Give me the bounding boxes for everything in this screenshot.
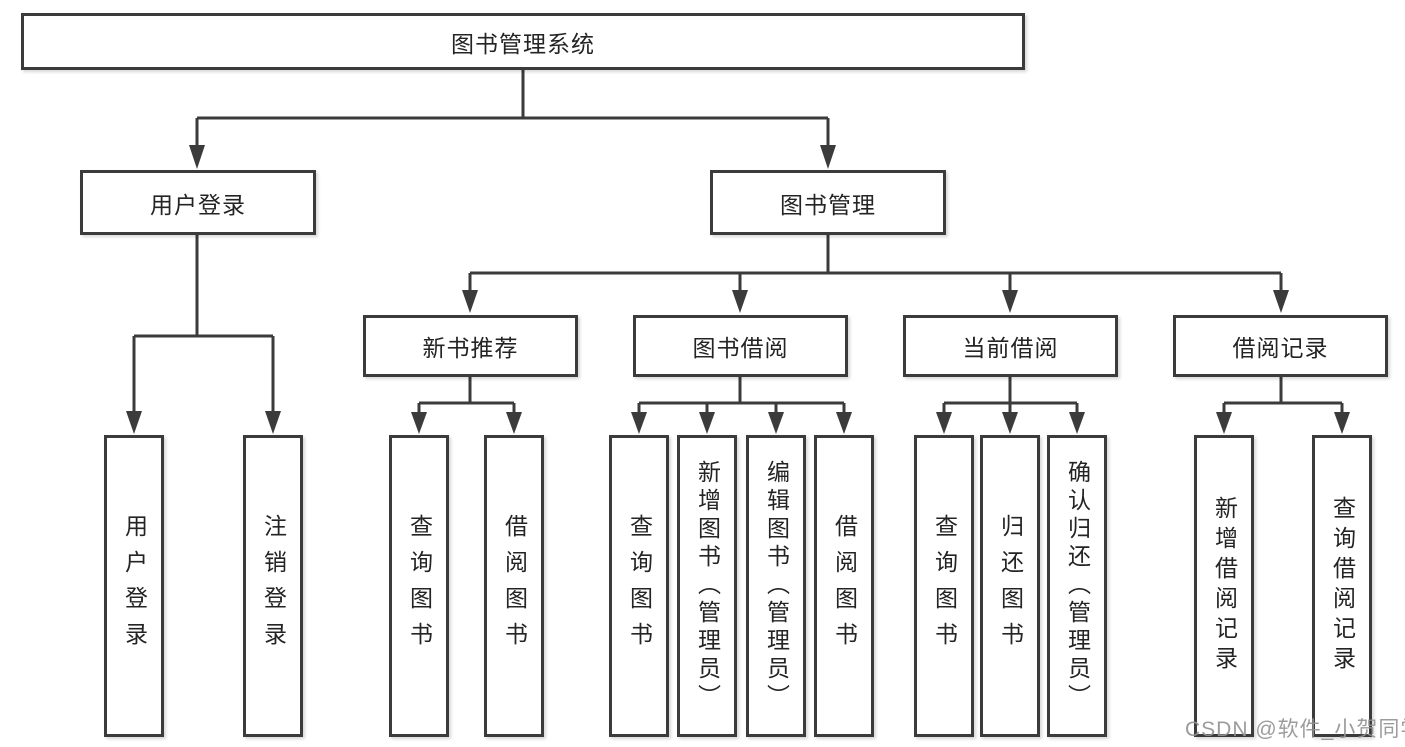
leaf-newbooks-borrow-books-label: 借阅图书: [501, 514, 528, 658]
leaf-logout-label: 注销登录: [260, 514, 287, 658]
node-root-system: 图书管理系统: [21, 13, 1025, 70]
leaf-newbooks-borrow-books: 借阅图书: [484, 435, 544, 737]
leaf-borrow-edit-books-admin: 编辑图书（管理员）: [746, 435, 806, 737]
leaf-records-query-record: 查询借阅记录: [1312, 435, 1372, 737]
leaf-current-query-books: 查询图书: [914, 435, 974, 737]
leaf-user-login-label: 用户登录: [121, 514, 148, 658]
node-book-borrowing: 图书借阅: [633, 315, 848, 377]
leaf-newbooks-query-books-label: 查询图书: [406, 514, 433, 658]
leaf-current-confirm-return-admin-label: 确认归还（管理员）: [1064, 460, 1091, 712]
leaf-borrow-add-books-admin-label: 新增图书（管理员）: [694, 460, 721, 712]
leaf-current-return-books: 归还图书: [980, 435, 1040, 737]
leaf-borrow-query-books-label: 查询图书: [626, 514, 653, 658]
leaf-records-add-record-label: 新增借阅记录: [1211, 496, 1238, 676]
leaf-user-login: 用户登录: [104, 435, 164, 737]
leaf-borrow-add-books-admin: 新增图书（管理员）: [677, 435, 737, 737]
node-book-management: 图书管理: [710, 170, 946, 235]
leaf-newbooks-query-books: 查询图书: [389, 435, 449, 737]
leaf-borrow-edit-books-admin-label: 编辑图书（管理员）: [763, 460, 790, 712]
node-new-book-recommend: 新书推荐: [363, 315, 578, 377]
leaf-records-query-record-label: 查询借阅记录: [1329, 496, 1356, 676]
leaf-logout: 注销登录: [243, 435, 303, 737]
leaf-current-query-books-label: 查询图书: [931, 514, 958, 658]
leaf-current-confirm-return-admin: 确认归还（管理员）: [1047, 435, 1107, 737]
node-current-borrowing: 当前借阅: [903, 315, 1118, 377]
csdn-watermark: CSDN @软件_小贺同学: [1185, 718, 1405, 741]
leaf-borrow-query-books: 查询图书: [609, 435, 669, 737]
node-user-login: 用户登录: [80, 170, 316, 235]
leaf-borrow-borrow-books: 借阅图书: [814, 435, 874, 737]
node-borrowing-records: 借阅记录: [1173, 315, 1388, 377]
leaf-borrow-borrow-books-label: 借阅图书: [831, 514, 858, 658]
leaf-current-return-books-label: 归还图书: [997, 514, 1024, 658]
leaf-records-add-record: 新增借阅记录: [1194, 435, 1254, 737]
